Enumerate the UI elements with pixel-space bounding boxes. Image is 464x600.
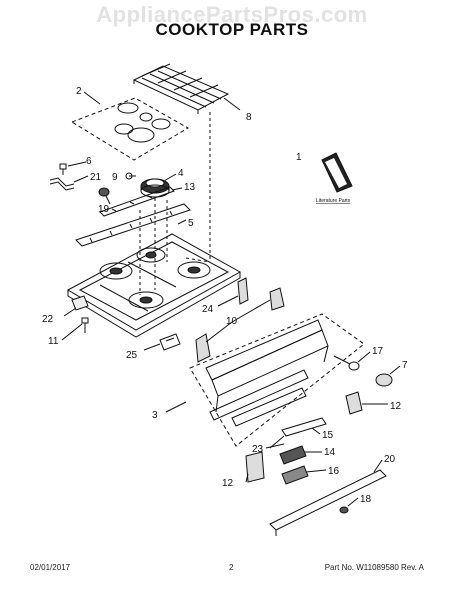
part-1-literature: Literature Parts (316, 152, 353, 204)
callout-12-left: 12 (222, 478, 234, 489)
part-14-control-board (279, 445, 307, 465)
callout-18: 18 (360, 494, 372, 505)
part-22-bracket (71, 295, 89, 311)
part-5-manifold (75, 203, 191, 247)
part-13-rail (99, 186, 175, 217)
callout-1: 1 (296, 152, 302, 163)
page-title: COOKTOP PARTS (155, 20, 309, 39)
callout-23: 23 (252, 444, 264, 455)
callout-7: 7 (402, 360, 408, 371)
callout-2: 2 (76, 86, 82, 97)
callout-14: 14 (324, 447, 336, 458)
part-19-cap (98, 187, 110, 197)
callout-16: 16 (328, 466, 340, 477)
part-10-bracket-right (269, 287, 285, 311)
watermark: AppliancePartsPros.com (96, 2, 368, 27)
callout-6: 6 (86, 156, 92, 167)
callout-21: 21 (90, 172, 102, 183)
callout-24: 24 (202, 304, 214, 315)
callout-9: 9 (112, 172, 118, 183)
part-24-bracket (237, 277, 249, 305)
main-cooktop-pan (66, 233, 242, 338)
part-2-cooktop-top (70, 97, 189, 161)
part-7-knob (375, 373, 393, 387)
callout-20: 20 (384, 454, 396, 465)
part-18-screw (339, 506, 349, 514)
callout-labels: 1 2 3 4 5 6 7 8 9 10 11 12 12 13 14 15 1… (42, 86, 408, 505)
part-8-grate (132, 63, 230, 114)
callout-15: 15 (322, 430, 334, 441)
callout-19: 19 (98, 204, 110, 215)
part-25-pad (159, 333, 181, 351)
part-11-screw (81, 317, 89, 333)
part-20-trim-bar (269, 469, 387, 536)
part-15-board (281, 417, 327, 437)
callout-13: 13 (184, 182, 196, 193)
footer-date: 02/01/2017 (30, 563, 71, 572)
callout-25: 25 (126, 350, 138, 361)
callout-4: 4 (178, 168, 184, 179)
part-4-burner (140, 178, 170, 198)
callout-17: 17 (372, 346, 384, 357)
leader-lines (61, 91, 401, 507)
footer-page-number: 2 (229, 563, 234, 572)
part-16-switch (281, 465, 309, 485)
callout-5: 5 (188, 218, 194, 229)
part-21-spark-wire (49, 177, 75, 191)
part-12-bracket-left (245, 451, 265, 483)
callout-22: 22 (42, 314, 54, 325)
svg-text:Literature Parts: Literature Parts (316, 198, 351, 204)
part-23-trim (269, 435, 285, 449)
alignment-lines (139, 112, 211, 295)
part-6-screw (59, 163, 67, 175)
part-3-control-panel (189, 313, 365, 447)
callout-11: 11 (48, 336, 59, 347)
part-12-bracket-right (345, 391, 363, 415)
part-10-bracket-left (195, 333, 211, 363)
callout-3: 3 (152, 410, 158, 421)
callout-8: 8 (246, 112, 252, 123)
callout-12-right: 12 (390, 401, 402, 412)
footer-part-number: Part No. W11089580 Rev. A (324, 563, 424, 572)
part-17-valve (333, 355, 360, 371)
callout-10: 10 (226, 316, 238, 327)
